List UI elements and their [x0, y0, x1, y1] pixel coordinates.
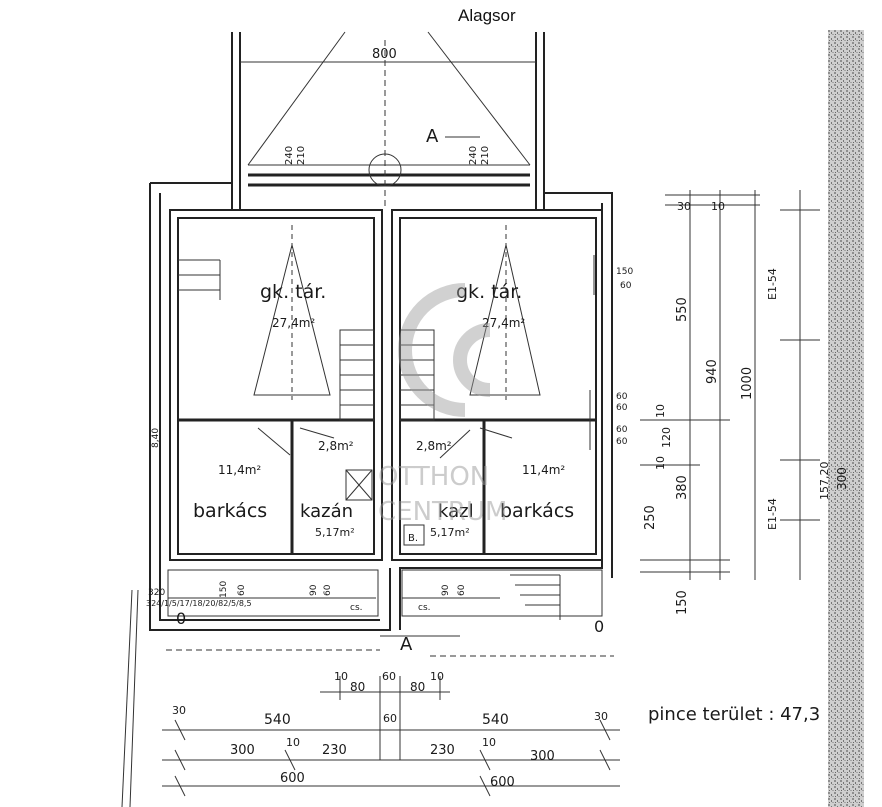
left-boiler-name: kazán	[300, 501, 353, 522]
wall-dim-60a: 60	[620, 281, 632, 291]
dim-157: 157,20	[818, 462, 831, 501]
top-dimension-label: 800	[372, 47, 397, 62]
right-dimension-chains	[640, 190, 820, 580]
bottom-row1-10b: 10	[430, 670, 444, 683]
left-workshop-area: 11,4m²	[218, 463, 261, 477]
left-side-label-840: 8,40	[151, 428, 161, 448]
watermark-line1: OTTHON	[378, 462, 489, 492]
wall-dim-60c: 60	[616, 403, 628, 413]
bottom-row1-10a: 10	[334, 670, 348, 683]
bottom-row2-30a: 30	[172, 704, 186, 717]
bottom-row4-600a: 600	[280, 771, 305, 786]
cellar-area-note: pince terület : 47,3	[648, 704, 820, 725]
right-storage-name: gk. tár.	[456, 281, 522, 303]
watermark-line2: CENTRUM	[378, 497, 507, 527]
dim-300: 300	[835, 467, 849, 490]
zero-mark-left: 0	[176, 609, 186, 628]
dim-150: 150	[675, 590, 690, 615]
left-side-label-320: 320	[148, 588, 165, 598]
dim-1000: 1000	[740, 367, 755, 400]
dim-250: 250	[643, 505, 658, 530]
dim-10: 10	[654, 404, 667, 418]
left-storage-name: gk. tár.	[260, 281, 326, 303]
right-storage-area: 27,4m²	[482, 316, 525, 330]
bottom-row3-230a: 230	[322, 743, 347, 758]
left-hall-area: 2,8m²	[318, 439, 354, 453]
right-hall-area: 2,8m²	[416, 439, 452, 453]
dim-top-30: 30	[677, 200, 691, 213]
bottom-cs-left: cs.	[350, 603, 363, 613]
section-mark-bottom: A	[400, 634, 413, 655]
scan-edge-strip	[828, 30, 864, 807]
top-approach	[231, 31, 545, 210]
wall-dim-60e: 60	[616, 437, 628, 447]
left-bottom-code: 324/1/5/17/18/20/82/5/8,5	[146, 599, 252, 608]
right-workshop-name: barkács	[500, 500, 574, 522]
dim-e154b: E1-54	[766, 498, 779, 530]
bottom-dimension-rows	[162, 676, 620, 797]
bottom-row4-600b: 600	[490, 775, 515, 790]
bottom-row2-30b: 30	[594, 710, 608, 723]
zero-mark-right: 0	[594, 617, 604, 636]
right-b-label: B.	[408, 533, 418, 544]
top-small-dim-1: 240	[284, 146, 295, 165]
bottom-row1-80b: 80	[410, 680, 425, 694]
watermark-logo	[398, 283, 491, 417]
dim-380: 380	[675, 475, 690, 500]
right-boiler-name: kazl	[438, 501, 474, 522]
bottom-row3-300a: 300	[230, 743, 255, 758]
bottom-row2-540b: 540	[482, 712, 509, 728]
drawing-title: Alagsor	[458, 6, 516, 25]
right-boiler-area: 5,17m²	[430, 526, 470, 539]
bottom-row2-60: 60	[383, 712, 397, 725]
wall-dim-60b: 60	[616, 392, 628, 402]
bottom-row1-80a: 80	[350, 680, 365, 694]
bottom-small-150: 150	[219, 581, 229, 598]
wall-dim-150: 150	[616, 267, 633, 277]
bottom-row3-300b: 300	[530, 749, 555, 764]
dim-e154a: E1-54	[766, 268, 779, 300]
wall-dim-60d: 60	[616, 425, 628, 435]
bottom-small-60a: 60	[237, 584, 247, 596]
bottom-row3-10a: 10	[286, 736, 300, 749]
building-walls	[149, 182, 613, 631]
top-small-dim-3: 240	[468, 146, 479, 165]
dim-10b: 10	[654, 456, 667, 470]
right-workshop-area: 11,4m²	[522, 463, 565, 477]
bottom-small-60c: 60	[457, 584, 467, 596]
top-small-dim-2: 210	[296, 146, 307, 165]
bottom-cs-right: cs.	[418, 603, 431, 613]
bottom-row3-10b: 10	[482, 736, 496, 749]
section-mark-top: A	[426, 126, 439, 147]
bottom-small-90a: 90	[309, 584, 319, 596]
left-storage-area: 27,4m²	[272, 316, 315, 330]
bottom-row3-230b: 230	[430, 743, 455, 758]
dim-550: 550	[675, 297, 690, 322]
bottom-small-90b: 90	[441, 584, 451, 596]
top-small-dim-4: 210	[480, 146, 491, 165]
dim-940: 940	[705, 359, 720, 384]
left-boiler-area: 5,17m²	[315, 526, 355, 539]
dim-120: 120	[660, 427, 673, 448]
dim-top-10: 10	[711, 200, 725, 213]
bottom-small-60b: 60	[323, 584, 333, 596]
bottom-row2-540a: 540	[264, 712, 291, 728]
bottom-row1-60: 60	[382, 670, 396, 683]
left-workshop-name: barkács	[193, 500, 267, 522]
